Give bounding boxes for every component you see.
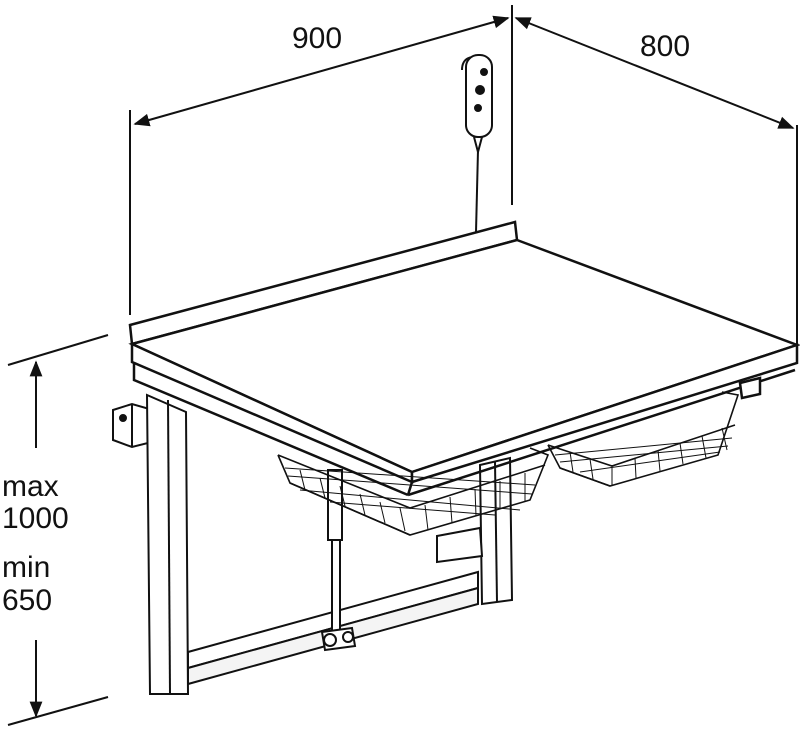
adjuster-rod bbox=[331, 539, 341, 633]
height-max-label: max bbox=[2, 470, 59, 503]
hand-shower-body bbox=[465, 54, 493, 138]
basket-left bbox=[277, 447, 550, 536]
table-top bbox=[128, 220, 800, 497]
height-min-label: min bbox=[2, 551, 50, 584]
wall-bracket-right bbox=[436, 526, 484, 564]
width-dimension bbox=[129, 5, 513, 315]
width-label: 900 bbox=[292, 22, 342, 55]
height-max-value: 1000 bbox=[2, 502, 69, 535]
depth-label: 800 bbox=[640, 30, 690, 63]
hose bbox=[475, 149, 479, 233]
hand-shower bbox=[461, 54, 493, 233]
leg-front-left bbox=[145, 393, 190, 695]
basket-right bbox=[547, 391, 740, 487]
height-dimension bbox=[7, 334, 109, 726]
height-extension-bottom bbox=[7, 696, 109, 726]
width-arrow bbox=[133, 15, 510, 127]
height-extension-top bbox=[7, 334, 109, 366]
height-adjuster bbox=[320, 469, 357, 652]
depth-dimension bbox=[514, 17, 798, 345]
height-min-value: 650 bbox=[2, 584, 52, 617]
right-edge bbox=[410, 343, 799, 484]
depth-arrow bbox=[514, 17, 795, 129]
